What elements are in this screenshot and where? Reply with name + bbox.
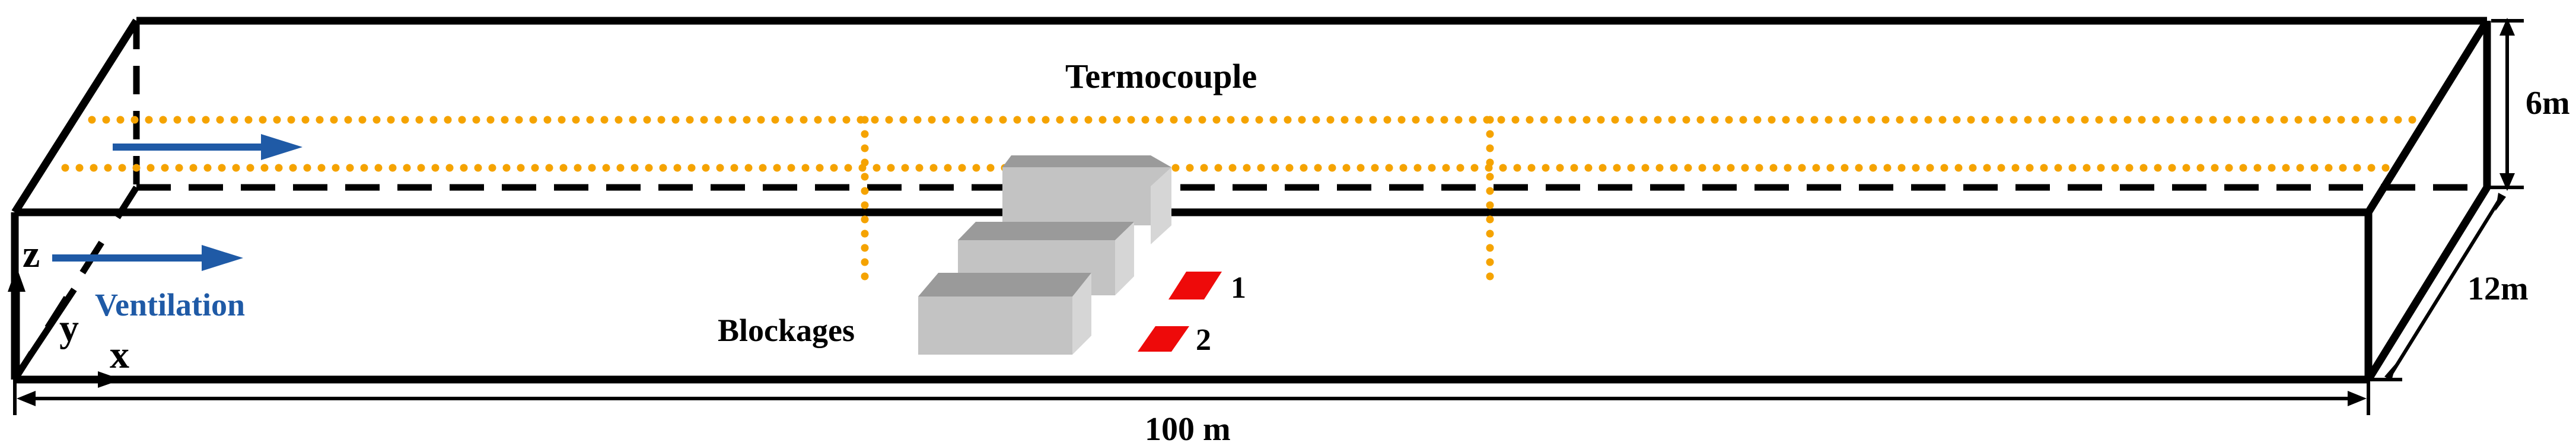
fire-source-2-label: 2 <box>1196 323 1211 357</box>
thermocouple-lines <box>61 116 2419 292</box>
blockage-back <box>1002 155 1171 244</box>
blockage-front <box>918 273 1091 355</box>
width-arrowhead-bottom <box>2384 363 2396 381</box>
z-axis-label: z <box>23 232 40 276</box>
fire-source-1-label: 1 <box>1231 271 1246 305</box>
width-arrowhead-top <box>2495 193 2506 211</box>
dimension-lines <box>13 18 2524 415</box>
height-arrowhead-top <box>2499 18 2515 36</box>
width-label: 12m <box>2467 270 2529 307</box>
height-arrowhead-bottom <box>2499 173 2515 191</box>
right-bottom-edge <box>2365 185 2491 382</box>
y-axis-line <box>16 287 77 375</box>
ventilation-label: Ventilation <box>95 287 245 323</box>
top-left-edge <box>11 18 140 215</box>
ventilation-arrow-front-head <box>202 245 243 271</box>
axes <box>8 267 122 388</box>
x-axis-arrowhead <box>98 371 122 388</box>
x-axis-label: x <box>110 333 129 377</box>
y-axis-label: y <box>59 307 79 350</box>
height-label: 6m <box>2526 85 2570 122</box>
top-right-edge <box>2365 18 2491 215</box>
blockages <box>918 155 1171 355</box>
tunnel-outline <box>11 17 2491 384</box>
length-arrowhead-right <box>2348 391 2367 406</box>
length-label: 100 m <box>1145 411 1231 443</box>
fire-source-1-marker <box>1168 272 1222 299</box>
hidden-edges <box>12 21 2487 381</box>
fire-source-2-marker <box>1138 326 1189 352</box>
ventilation-arrow-top-head <box>261 134 303 160</box>
thermocouple-label: Termocouple <box>1065 57 1257 95</box>
width-dimension-line <box>2389 197 2502 377</box>
length-arrowhead-left <box>17 391 36 406</box>
z-axis-arrowhead <box>8 267 26 292</box>
ventilation-arrows <box>52 134 303 271</box>
blockages-label: Blockages <box>718 313 855 348</box>
